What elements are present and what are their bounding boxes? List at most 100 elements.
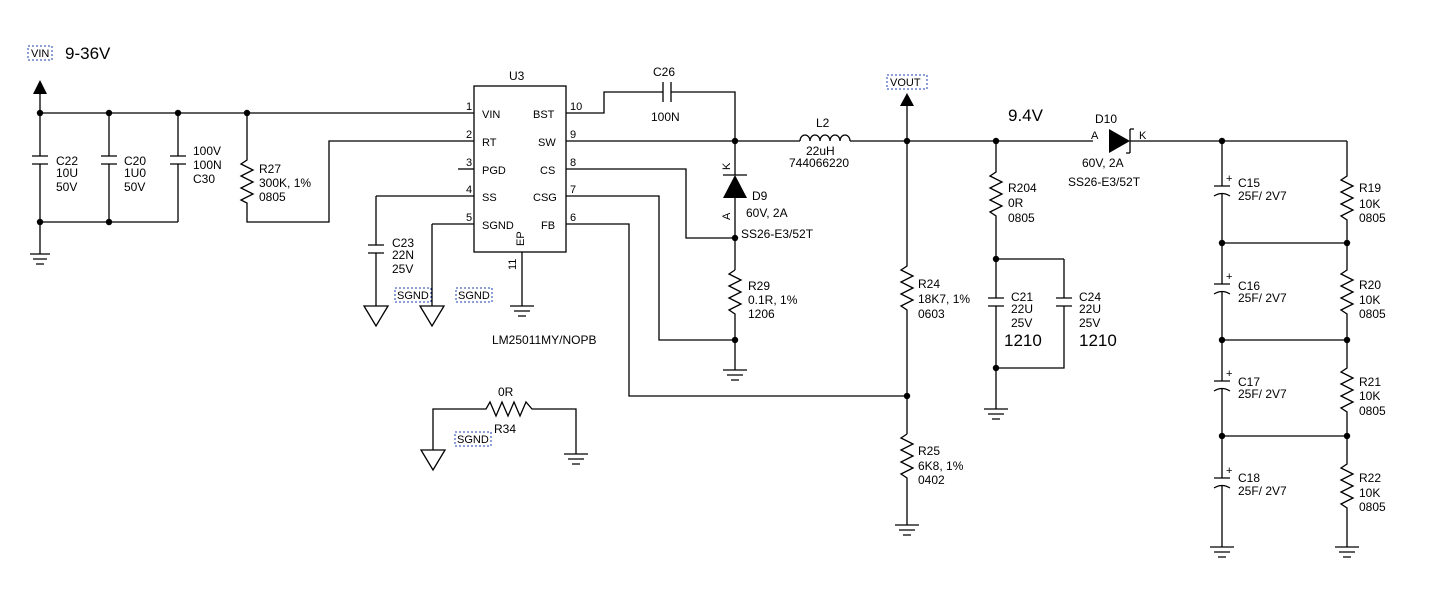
r20-package: 0805 (1359, 307, 1386, 321)
r29-value: 0.1R, 1% (748, 293, 798, 307)
feedback-divider: R24 18K7, 1% 0603 R25 6K8, 1% 0402 (895, 141, 970, 536)
output-caps: R204 0R 0805 C21 22U 25V 1210 C24 22U 25… (984, 137, 1117, 420)
c26-ref: C26 (653, 65, 675, 79)
bootstrap-cap-c26: C26 100N (566, 65, 736, 141)
c21-ref: C21 (1011, 290, 1033, 304)
r27-package: 0805 (259, 190, 286, 204)
d9-ref: D9 (752, 189, 768, 203)
pin-2-name: RT (482, 137, 497, 149)
c20-ref: C20 (124, 154, 146, 168)
pin-9-num: 9 (570, 129, 576, 141)
c30-value: 100N (193, 158, 222, 172)
c21-voltage: 25V (1011, 316, 1032, 330)
r27-ref: R27 (259, 162, 281, 176)
d10-a-label: A (1091, 130, 1099, 142)
c23-voltage: 25V (392, 262, 413, 276)
c18-polarity: + (1226, 465, 1232, 477)
d10-part: SS26-E3/52T (1068, 175, 1141, 189)
r21-value: 10K (1359, 389, 1380, 403)
pin-1-num: 1 (466, 101, 472, 113)
c15-ref: C15 (1238, 176, 1260, 190)
r204-package: 0805 (1008, 211, 1035, 225)
pin-2-num: 2 (466, 129, 472, 141)
c17-polarity: + (1226, 368, 1232, 380)
pin-8-name: CS (540, 165, 555, 177)
d9-k-label: K (721, 162, 733, 170)
c30-voltage: 100V (193, 144, 221, 158)
r25-value: 6K8, 1% (918, 459, 964, 473)
c23-ref: C23 (392, 236, 414, 250)
r21-package: 0805 (1359, 404, 1386, 418)
pin-3-num: 3 (466, 157, 472, 169)
c22-ref: C22 (56, 154, 78, 168)
l2-ref: L2 (816, 116, 830, 130)
c23-soft-start-cap: C23 22N 25V SGND (362, 196, 432, 328)
d10-rating: 60V, 2A (1082, 156, 1124, 170)
r20-ref: R20 (1359, 278, 1381, 292)
pin-5-num: 5 (466, 212, 472, 224)
r21-ref: R21 (1359, 375, 1381, 389)
r24-value: 18K7, 1% (918, 292, 970, 306)
input-capacitors: C22 10U 50V C20 1U0 50V 100V 100N C30 (30, 109, 251, 265)
pin-10-name: BST (533, 109, 555, 121)
c24-value: 22U (1079, 302, 1101, 316)
vin-flag: VIN (31, 48, 49, 60)
c16-value: 25F/ 2V7 (1238, 291, 1287, 305)
c17-ref: C17 (1238, 375, 1260, 389)
c24-voltage: 25V (1079, 316, 1100, 330)
vout-flag: VOUT (890, 77, 921, 89)
c20-value: 1U0 (124, 166, 146, 180)
sgnd-label-3: SGND (457, 434, 489, 446)
sgnd-label-1: SGND (397, 290, 429, 302)
u3-ref: U3 (509, 69, 525, 83)
d9-diode: K A D9 60V, 2A SS26-E3/52T (721, 141, 814, 270)
sw-node (566, 137, 800, 145)
l2-part: 744066220 (789, 156, 849, 170)
r22-ref: R22 (1359, 471, 1381, 485)
r34-ref: R34 (494, 422, 516, 436)
c18-value: 25F/ 2V7 (1238, 484, 1287, 498)
vout-rail: VOUT 9.4V (886, 74, 1044, 145)
l2-inductor: L2 22uH 744066220 (789, 116, 1093, 170)
c23-value: 22N (392, 248, 414, 262)
pin-3-name: PGD (482, 165, 506, 177)
r34-value: 0R (498, 385, 514, 399)
pin-9-name: SW (538, 137, 556, 149)
u3-part: LM25011MY/NOPB (492, 333, 597, 347)
feedback-wire (566, 223, 907, 397)
r29-package: 1206 (748, 307, 775, 321)
l2-value: 22uH (806, 144, 835, 158)
supercap-stack: + C15 25F/ 2V7 + C16 25F/ 2V7 + C17 25F/… (1210, 137, 1386, 558)
r19-ref: R19 (1359, 181, 1381, 195)
pin-8-num: 8 (570, 157, 576, 169)
d9-part: SS26-E3/52T (741, 227, 814, 241)
c18-ref: C18 (1238, 471, 1260, 485)
c20-voltage: 50V (124, 180, 145, 194)
c26-value: 100N (651, 110, 680, 124)
r19-value: 10K (1359, 197, 1380, 211)
c22-value: 10U (56, 166, 78, 180)
r22-package: 0805 (1359, 500, 1386, 514)
c15-value: 25F/ 2V7 (1238, 189, 1287, 203)
sgnd-label-2: SGND (458, 290, 490, 302)
d10-ref: D10 (1095, 112, 1117, 126)
c24-ref: C24 (1079, 290, 1101, 304)
c16-polarity: + (1226, 271, 1232, 283)
r34-resistor: 0R R34 SGND (419, 385, 588, 472)
pin-7-name: CSG (533, 192, 557, 204)
c22-voltage: 50V (56, 180, 77, 194)
sgnd-pin-ground: SGND (418, 224, 493, 328)
pin-4-num: 4 (466, 184, 472, 196)
r25-package: 0402 (918, 473, 945, 487)
d10-diode: D10 A K 60V, 2A SS26-E3/52T (1068, 112, 1347, 189)
c16-ref: C16 (1238, 279, 1260, 293)
r24-ref: R24 (918, 277, 940, 291)
r19-package: 0805 (1359, 211, 1386, 225)
r204-value: 0R (1008, 196, 1024, 210)
c21-package: 1210 (1004, 331, 1042, 350)
vin-rail: VIN 9-36V (27, 44, 474, 114)
pin-7-num: 7 (570, 184, 576, 196)
pin-10-num: 10 (570, 101, 582, 113)
current-sense: R29 0.1R, 1% 1206 (566, 168, 798, 381)
